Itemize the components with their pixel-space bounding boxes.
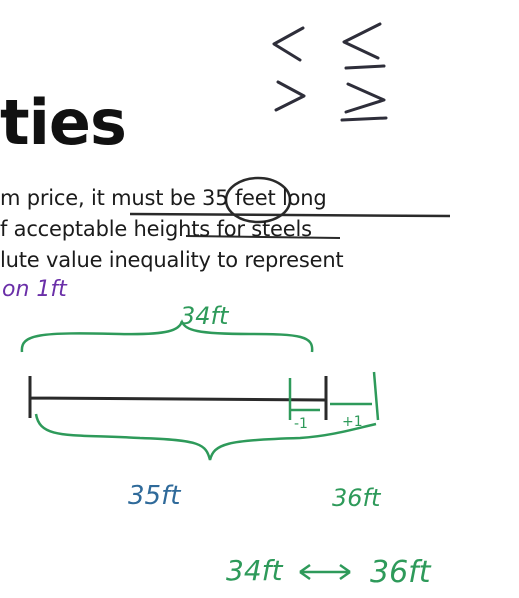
strike-mark <box>185 235 341 239</box>
less-equal-symbol <box>342 22 386 70</box>
range-right: 36ft <box>370 555 432 590</box>
less-than-symbol <box>272 26 305 62</box>
label-36ft: 36ft <box>332 484 382 512</box>
text-line-3: lute value inequality to represent <box>0 248 344 272</box>
number-line <box>28 376 328 420</box>
text-line-2: f acceptable heights for steels <box>0 217 312 241</box>
top-brace <box>20 319 314 353</box>
text-line-1: m price, it must be 35 feet long <box>0 186 327 210</box>
circle-mark <box>224 176 292 224</box>
interval-marks <box>288 371 380 421</box>
range-left: 34ft <box>226 554 283 587</box>
label-34ft-top: 34ft <box>180 302 230 330</box>
greater-equal-symbol <box>340 82 388 122</box>
double-arrow <box>299 563 351 581</box>
note-top: on 1ft <box>2 277 68 302</box>
bottom-brace <box>34 413 377 461</box>
label-minus1: -1 <box>294 416 308 432</box>
page-title: ties <box>0 86 127 159</box>
label-plus1: +1 <box>342 414 363 430</box>
greater-than-symbol <box>274 80 306 112</box>
underline-mark <box>129 212 451 218</box>
label-35ft: 35ft <box>128 481 181 511</box>
